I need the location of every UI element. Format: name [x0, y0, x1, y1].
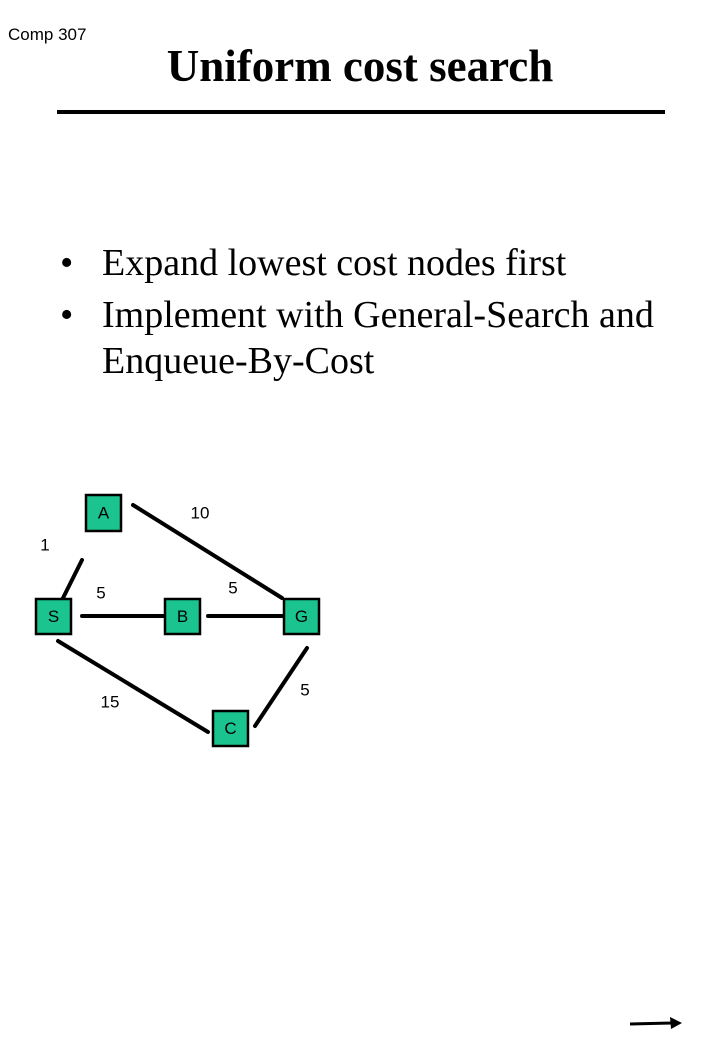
title-divider: [57, 110, 665, 114]
bullet-dot-icon: •: [60, 294, 74, 336]
node-a-box: [84, 493, 123, 533]
node-g-box: [282, 597, 321, 636]
edge-s-a: [60, 558, 84, 602]
bullet-list: • Expand lowest cost nodes first • Imple…: [60, 240, 700, 390]
edge-weight-c-g: 5: [300, 681, 309, 700]
node-g-label: G: [295, 607, 308, 626]
edge-weight-s-a: 1: [40, 536, 49, 555]
node-a-label: A: [98, 504, 110, 523]
bullet-item: • Implement with General-Search and Enqu…: [60, 292, 700, 384]
edge-weight-a-g: 10: [191, 504, 210, 523]
node-s: S: [34, 597, 73, 636]
node-a: A: [84, 493, 123, 533]
edge-weight-s-b: 5: [96, 584, 105, 603]
node-b: B: [163, 597, 202, 636]
course-label: Comp 307: [8, 25, 87, 44]
bullet-dot-icon: •: [60, 242, 74, 284]
bullet-text: Implement with General-Search and Enqueu…: [102, 294, 654, 382]
bullet-text: Expand lowest cost nodes first: [102, 242, 567, 284]
node-c-label: C: [224, 719, 236, 738]
node-s-box: [34, 597, 73, 636]
node-s-label: S: [48, 607, 59, 626]
node-g: G: [282, 597, 321, 636]
edge-c-g: [253, 646, 309, 728]
edge-weight-s-c: 15: [101, 693, 120, 712]
bullet-item: • Expand lowest cost nodes first: [60, 240, 700, 286]
node-c-box: [211, 709, 250, 748]
node-b-box: [163, 597, 202, 636]
edge-s-c: [56, 639, 210, 734]
edge-weight-b-g: 5: [228, 579, 237, 598]
node-c: C: [211, 709, 250, 748]
right-arrow-icon[interactable]: [628, 1014, 684, 1034]
node-b-label: B: [177, 607, 188, 626]
edge-a-g: [131, 503, 284, 600]
slide-title: Uniform cost search: [166, 41, 554, 91]
